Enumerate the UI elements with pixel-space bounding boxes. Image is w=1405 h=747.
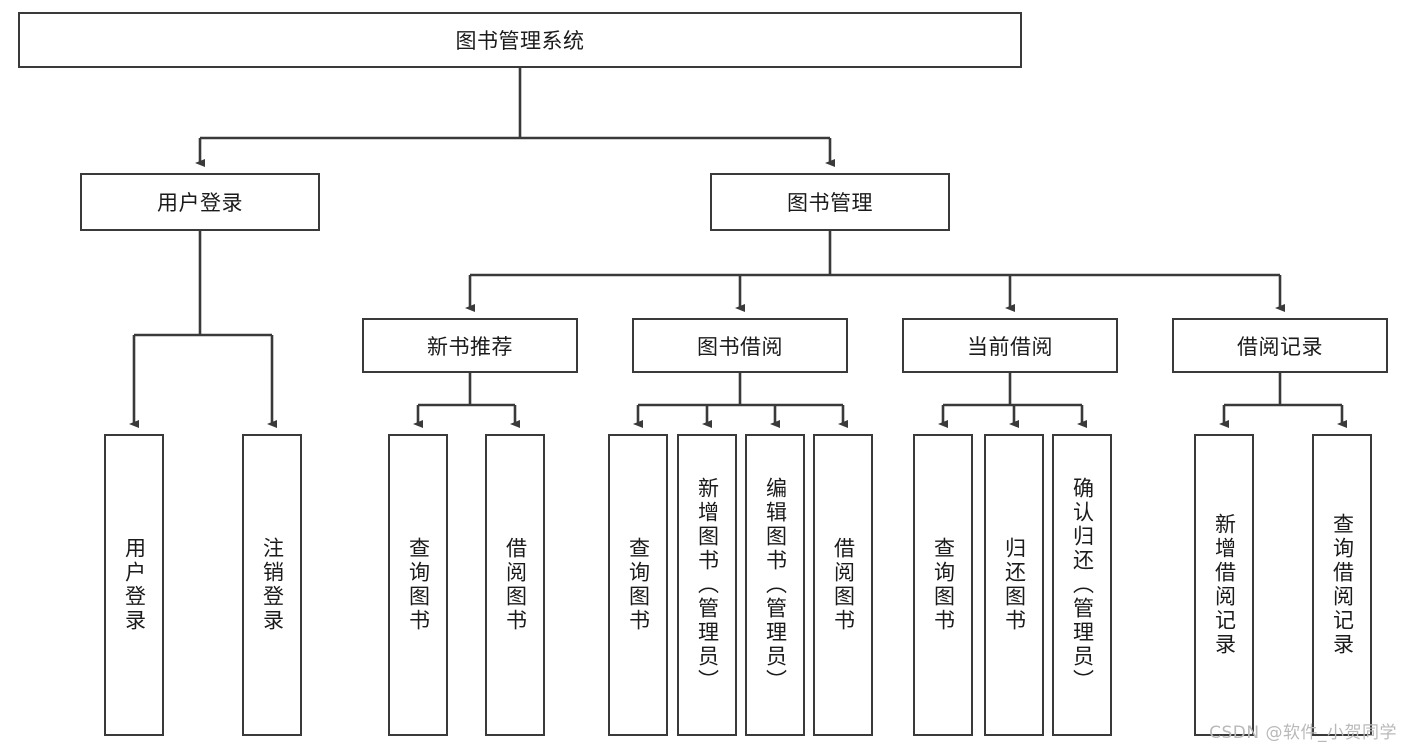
node-current-borrow-label: 当前借阅 (967, 334, 1053, 359)
node-book-borrow-label: 图书借阅 (697, 334, 783, 359)
node-leaf-user-logout[interactable]: 注销登录 (242, 434, 302, 736)
node-leaf-borrow-book-2[interactable]: 借阅图书 (813, 434, 873, 736)
node-user-login-label: 用户登录 (157, 191, 243, 215)
node-new-book-rec[interactable]: 新书推荐 (362, 318, 578, 373)
watermark-text: CSDN @软件_小贺同学 (1209, 723, 1397, 743)
node-leaf-borrow-book-1[interactable]: 借阅图书 (485, 434, 545, 736)
node-root-label: 图书管理系统 (455, 29, 585, 53)
node-leaf-query-book-3[interactable]: 查询图书 (913, 434, 973, 736)
node-book-manage-label: 图书管理 (787, 191, 873, 215)
node-leaf-query-record[interactable]: 查询借阅记录 (1312, 434, 1372, 736)
node-leaf-query-book-1[interactable]: 查询图书 (388, 434, 448, 736)
node-leaf-query-book-1-label: 查询图书 (406, 537, 431, 633)
node-leaf-query-book-2-label: 查询图书 (626, 537, 651, 633)
node-new-book-rec-label: 新书推荐 (427, 334, 513, 359)
node-leaf-query-book-3-label: 查询图书 (931, 537, 956, 633)
node-leaf-user-login[interactable]: 用户登录 (104, 434, 164, 736)
node-leaf-user-login-label: 用户登录 (122, 537, 147, 633)
node-borrow-record[interactable]: 借阅记录 (1172, 318, 1388, 373)
node-leaf-edit-book[interactable]: 编辑图书（管理员） (745, 434, 805, 736)
node-leaf-confirm-return[interactable]: 确认归还（管理员） (1052, 434, 1112, 736)
node-leaf-add-record[interactable]: 新增借阅记录 (1194, 434, 1254, 736)
node-leaf-add-book-label: 新增图书（管理员） (695, 477, 720, 693)
node-leaf-add-record-label: 新增借阅记录 (1212, 513, 1237, 657)
node-leaf-query-record-label: 查询借阅记录 (1330, 513, 1355, 657)
node-leaf-borrow-book-2-label: 借阅图书 (831, 537, 856, 633)
node-leaf-edit-book-label: 编辑图书（管理员） (763, 477, 788, 693)
node-leaf-return-book-label: 归还图书 (1002, 537, 1027, 633)
node-user-login[interactable]: 用户登录 (80, 173, 320, 231)
node-book-manage[interactable]: 图书管理 (710, 173, 950, 231)
node-leaf-query-book-2[interactable]: 查询图书 (608, 434, 668, 736)
node-leaf-confirm-return-label: 确认归还（管理员） (1070, 477, 1095, 693)
node-book-borrow[interactable]: 图书借阅 (632, 318, 848, 373)
node-leaf-borrow-book-1-label: 借阅图书 (503, 537, 528, 633)
node-leaf-user-logout-label: 注销登录 (260, 537, 285, 633)
node-leaf-return-book[interactable]: 归还图书 (984, 434, 1044, 736)
node-leaf-add-book[interactable]: 新增图书（管理员） (677, 434, 737, 736)
node-borrow-record-label: 借阅记录 (1237, 334, 1323, 359)
node-root[interactable]: 图书管理系统 (18, 12, 1022, 68)
node-current-borrow[interactable]: 当前借阅 (902, 318, 1118, 373)
